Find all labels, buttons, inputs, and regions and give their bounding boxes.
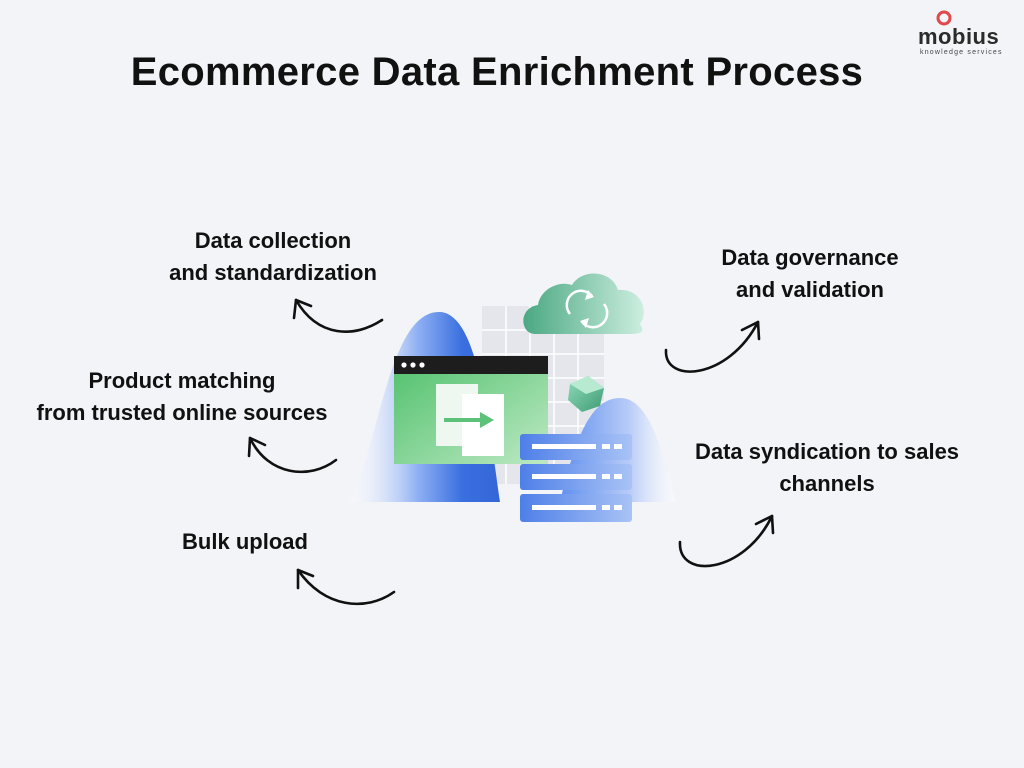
step-bulk-upload: Bulk upload [182,529,308,554]
logo-word: mobius [918,24,1000,49]
server-stack-icon [520,434,632,522]
logo-mark-icon [936,10,952,26]
mobius-logo: mobius knowledge services [918,10,1014,56]
curved-arrow-icon [678,514,775,568]
curved-arrow-icon [296,568,396,606]
step-data-governance: Data governance and validation [721,245,899,302]
curved-arrow-icon [292,298,384,333]
cube-icon [568,376,604,412]
page-title: Ecommerce Data Enrichment Process [130,50,864,94]
curved-arrow-icon [664,320,761,373]
step-data-collection: Data collection and standardization [169,228,377,285]
logo-tagline: knowledge services [920,49,1003,56]
step-product-matching: Product matching from trusted online sou… [36,368,328,425]
curved-arrow-icon [247,436,338,474]
cloud-sync-icon [523,273,644,334]
step-data-syndication: Data syndication to sales channels [694,439,960,496]
